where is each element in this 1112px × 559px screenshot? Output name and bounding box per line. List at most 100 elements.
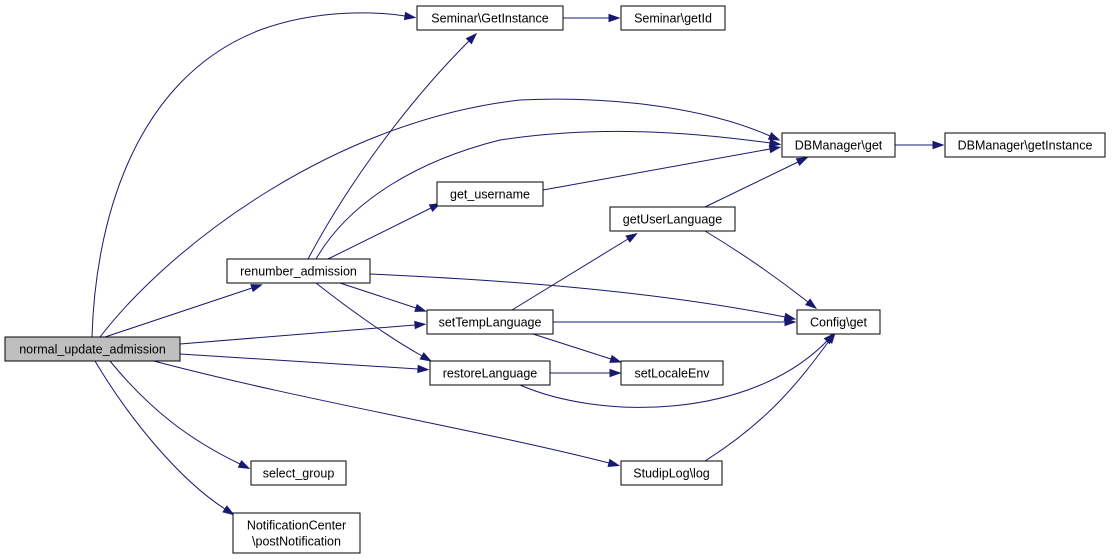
edge-settemplanguage-to-config-get [553,317,797,327]
node-label: getUserLanguage [623,213,722,227]
arrowhead-icon [768,144,782,154]
edge-line [519,340,828,408]
nodes-layer: normal_update_admission renumber_admissio… [4,5,1106,554]
node-label: select_group [263,467,335,481]
arrowhead-icon [767,131,781,141]
edge-line [369,273,786,318]
edge-line [315,282,423,357]
edge-line [91,12,406,338]
node-renumber-admission[interactable]: renumber_admission [226,258,371,284]
node-box [781,132,896,158]
node-label: DBManager\getInstance [958,139,1093,153]
edge-normal-update-admission-to-settemplanguage [179,320,427,345]
node-label: Seminar\GetInstance [431,12,548,26]
node-label: renumber_admission [240,265,357,279]
edge-renumber-admission-to-dbmanager-get [315,130,782,260]
node-dbmanager-get[interactable]: DBManager\get [781,132,896,158]
node-dbmanager-getinstance[interactable]: DBManager\getInstance [944,132,1106,158]
node-box [4,336,181,362]
node-notification-post[interactable]: NotificationCenter \postNotification [232,512,361,554]
node-box [416,5,564,31]
arrowhead-icon [607,458,621,467]
edge-studiplog-log-to-config-get [704,331,836,462]
arrowhead-icon [932,140,945,150]
edge-line [339,282,417,309]
arrowhead-icon [805,298,818,310]
node-box [232,512,361,554]
node-setlocaleenv[interactable]: setLocaleEnv [620,360,724,386]
edge-normal-update-admission-to-select-group [109,360,251,470]
edge-seminar-getinstance-to-seminar-getid [563,13,621,23]
node-label: NotificationCenter [247,519,346,533]
edge-getuserlanguage-to-dbmanager-get [704,156,809,208]
node-select-group[interactable]: select_group [250,460,347,486]
edge-renumber-admission-to-get-username [327,202,442,260]
node-box [436,181,544,207]
edge-line [542,148,771,191]
node-box [620,5,726,31]
node-studiplog-log[interactable]: StudipLog\log [620,460,723,486]
arrowhead-icon [250,284,263,293]
edge-normal-update-admission-to-notification-post [94,360,235,516]
edge-dbmanager-get-to-dbmanager-getinstance [895,140,945,150]
edge-line [532,333,612,360]
edge-renumber-admission-to-restorelanguage [315,282,433,362]
edge-line [149,359,610,464]
node-label: setLocaleEnv [634,367,710,381]
arrowhead-icon [625,232,638,243]
node-restorelanguage[interactable]: restoreLanguage [429,360,551,386]
arrowhead-icon [417,364,430,374]
node-box [250,460,347,486]
edge-settemplanguage-to-setlocaleenv [532,333,622,363]
node-box [620,460,723,486]
edge-line [109,360,241,465]
node-settemplanguage[interactable]: setTempLanguage [426,309,554,335]
arrowhead-icon [403,11,417,21]
arrowhead-icon [609,354,622,363]
edge-normal-update-admission-to-seminar-getinstance [91,11,417,338]
node-label: DBManager\get [795,139,883,153]
edge-line [179,353,419,370]
node-label: restoreLanguage [443,367,538,381]
node-box [226,258,371,284]
node-seminar-getinstance[interactable]: Seminar\GetInstance [416,5,564,31]
edges-layer [91,11,945,516]
edge-line [704,340,830,462]
node-label: Seminar\getId [634,12,712,26]
edge-renumber-admission-to-seminar-getinstance [307,32,478,260]
node-getuserlanguage[interactable]: getUserLanguage [609,206,736,232]
edge-line [315,130,771,260]
edge-line [104,287,253,338]
node-seminar-getid[interactable]: Seminar\getId [620,5,726,31]
arrowhead-icon [465,32,478,45]
node-label: get_username [450,188,530,202]
edge-normal-update-admission-to-restorelanguage [179,353,430,374]
edge-renumber-admission-to-settemplanguage [339,282,427,312]
node-box [429,360,551,386]
arrowhead-icon [609,368,622,378]
edge-getuserlanguage-to-config-get [704,230,818,310]
arrowhead-icon [768,138,782,148]
node-label: normal_update_admission [19,343,166,357]
edge-line [94,360,226,510]
node-label: Config\get [810,316,868,330]
edge-line [179,324,416,345]
arrowhead-icon [795,156,809,167]
node-label: \postNotification [252,535,341,549]
node-box [426,309,554,335]
arrowhead-icon [784,317,797,327]
arrowhead-icon [419,352,433,362]
edge-normal-update-admission-to-studiplog-log [149,359,621,467]
edge-get-username-to-dbmanager-get [542,144,782,191]
arrowhead-icon [608,13,621,23]
edge-line [99,98,771,338]
node-config-get[interactable]: Config\get [796,309,881,335]
edge-normal-update-admission-to-renumber-admission [104,284,263,338]
edge-settemplanguage-to-getuserlanguage [511,232,638,311]
node-get-username[interactable]: get_username [436,181,544,207]
node-box [620,360,724,386]
arrowhead-icon [237,459,251,470]
arrowhead-icon [414,303,427,312]
node-normal-update-admission[interactable]: normal_update_admission [4,336,181,362]
